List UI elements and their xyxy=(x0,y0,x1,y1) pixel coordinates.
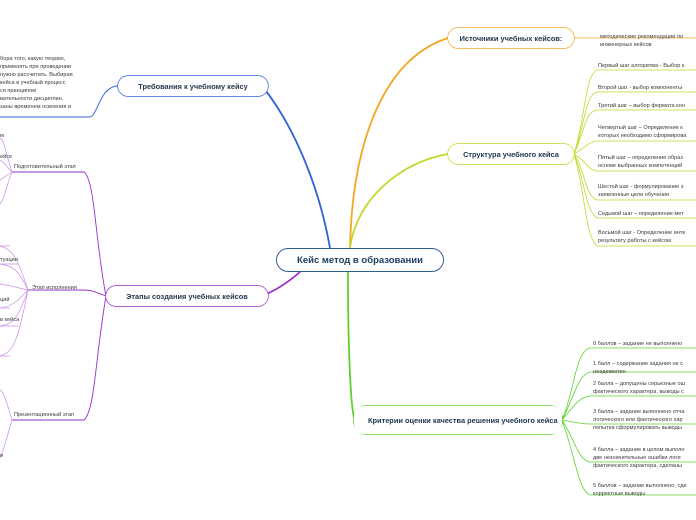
edge-center-sources xyxy=(349,37,449,249)
edge-center-criteria xyxy=(347,271,355,419)
structure-step-4-line-2[interactable]: которых необходимо сформирова xyxy=(598,133,687,139)
requirements-text-line-4[interactable]: кейса в учебный процесс xyxy=(0,80,66,86)
branch-requirements-title[interactable]: Требования к учебному кейсу xyxy=(118,76,268,96)
structure-step-6-line-1[interactable]: Шестой шаг - формулирование з xyxy=(598,184,684,190)
branch-criteria-title[interactable]: Критерии оценки качества решения учебног… xyxy=(354,406,562,434)
branch-structure-title[interactable]: Структура учебного кейса xyxy=(448,144,574,164)
stages-fragment-6[interactable]: и xyxy=(0,453,4,459)
requirements-text-line-5[interactable]: ся принципом xyxy=(0,88,37,94)
criteria-score-5-line-1[interactable]: 5 баллов – задание выполнено, сде xyxy=(593,483,687,489)
requirements-text-line-6[interactable]: вательности дисциплин. xyxy=(0,96,64,102)
stages-fragment-2[interactable]: ейсе xyxy=(0,154,13,160)
edge-center-requirements xyxy=(261,85,331,249)
criteria-score-2-line-1[interactable]: 2 балла – допущены серьезные ош xyxy=(593,381,686,387)
sources-item-2[interactable]: инженерных кейсов xyxy=(600,42,652,48)
stages-fragment-5[interactable]: в кейса xyxy=(0,317,20,323)
criteria-score-0[interactable]: 0 баллов – задание не выполнено xyxy=(593,341,683,347)
structure-step-4-line-1[interactable]: Четвертый шаг – Определение к xyxy=(598,125,683,131)
stages-fragment-3[interactable]: туации xyxy=(0,257,18,263)
criteria-score-5-line-2[interactable]: корректные выводы xyxy=(593,491,645,497)
structure-step-5-line-2[interactable]: основе выбранных компетенций xyxy=(598,163,683,169)
criteria-score-3-line-1[interactable]: 3 балла – задание выполнено отча xyxy=(593,409,685,415)
structure-step-6-line-2[interactable]: заявленные цели обучения xyxy=(598,192,670,198)
criteria-score-3-line-3[interactable]: попытка сформулировать выводы xyxy=(593,425,682,431)
stage-preparatory[interactable]: Подготовительный этап xyxy=(14,164,76,170)
criteria-score-1-line-1[interactable]: 1 балл – содержание задания не с xyxy=(593,361,684,367)
requirements-text-line-1[interactable]: бора того, какую теорию, xyxy=(0,56,66,62)
branch-sources-title[interactable]: Источники учебных кейсов: xyxy=(448,28,574,48)
requirements-text-line-7[interactable]: заны временем освоения и xyxy=(0,104,72,110)
branch-stages-title[interactable]: Этапы создания учебных кейсов xyxy=(106,286,268,306)
stages-fragment-1[interactable]: м xyxy=(0,133,4,139)
structure-step-8-line-1[interactable]: Восьмой шаг - Определение инте xyxy=(598,230,686,236)
stage-execution[interactable]: Этап исполнения xyxy=(32,285,77,291)
structure-step-8-line-2[interactable]: результату работы с кейсом xyxy=(598,238,671,244)
criteria-score-2-line-2[interactable]: фактического характера, выводы с xyxy=(593,389,684,395)
stages-fragment-4[interactable]: ций xyxy=(0,297,10,303)
criteria-score-4-line-2[interactable]: две незначительные ошибки логи xyxy=(593,455,681,461)
criteria-score-4-line-1[interactable]: 4 балла – задание в целом выполн xyxy=(593,447,685,453)
structure-step-5-line-1[interactable]: Пятый шаг – определение образ xyxy=(598,155,683,161)
structure-step-3[interactable]: Третий шаг – выбор формата кон xyxy=(598,103,685,109)
criteria-score-4-line-3[interactable]: фактического характера, сделаны xyxy=(593,463,682,469)
structure-step-2[interactable]: Второй шаг - выбор компоненты xyxy=(598,85,683,91)
criteria-score-3-line-2[interactable]: логического или фактического хар xyxy=(593,417,683,423)
stage-presentation[interactable]: Презентационный этап xyxy=(14,412,75,418)
structure-step-7[interactable]: Седьмой шаг – определение мет xyxy=(598,211,684,217)
edge-center-structure xyxy=(349,153,449,249)
requirements-text-line-3[interactable]: нужно рассчитать. Выбирая xyxy=(0,72,73,78)
sources-item-1[interactable]: методические рекомендации по xyxy=(600,34,684,40)
central-topic[interactable]: Кейс метод в образовании xyxy=(276,248,444,272)
criteria-score-1-line-2[interactable]: неадекватен xyxy=(593,369,626,375)
requirements-text-line-2[interactable]: применять при проведении xyxy=(0,64,72,70)
structure-step-1[interactable]: Первый шаг алгоритма - Выбор к xyxy=(598,63,685,69)
